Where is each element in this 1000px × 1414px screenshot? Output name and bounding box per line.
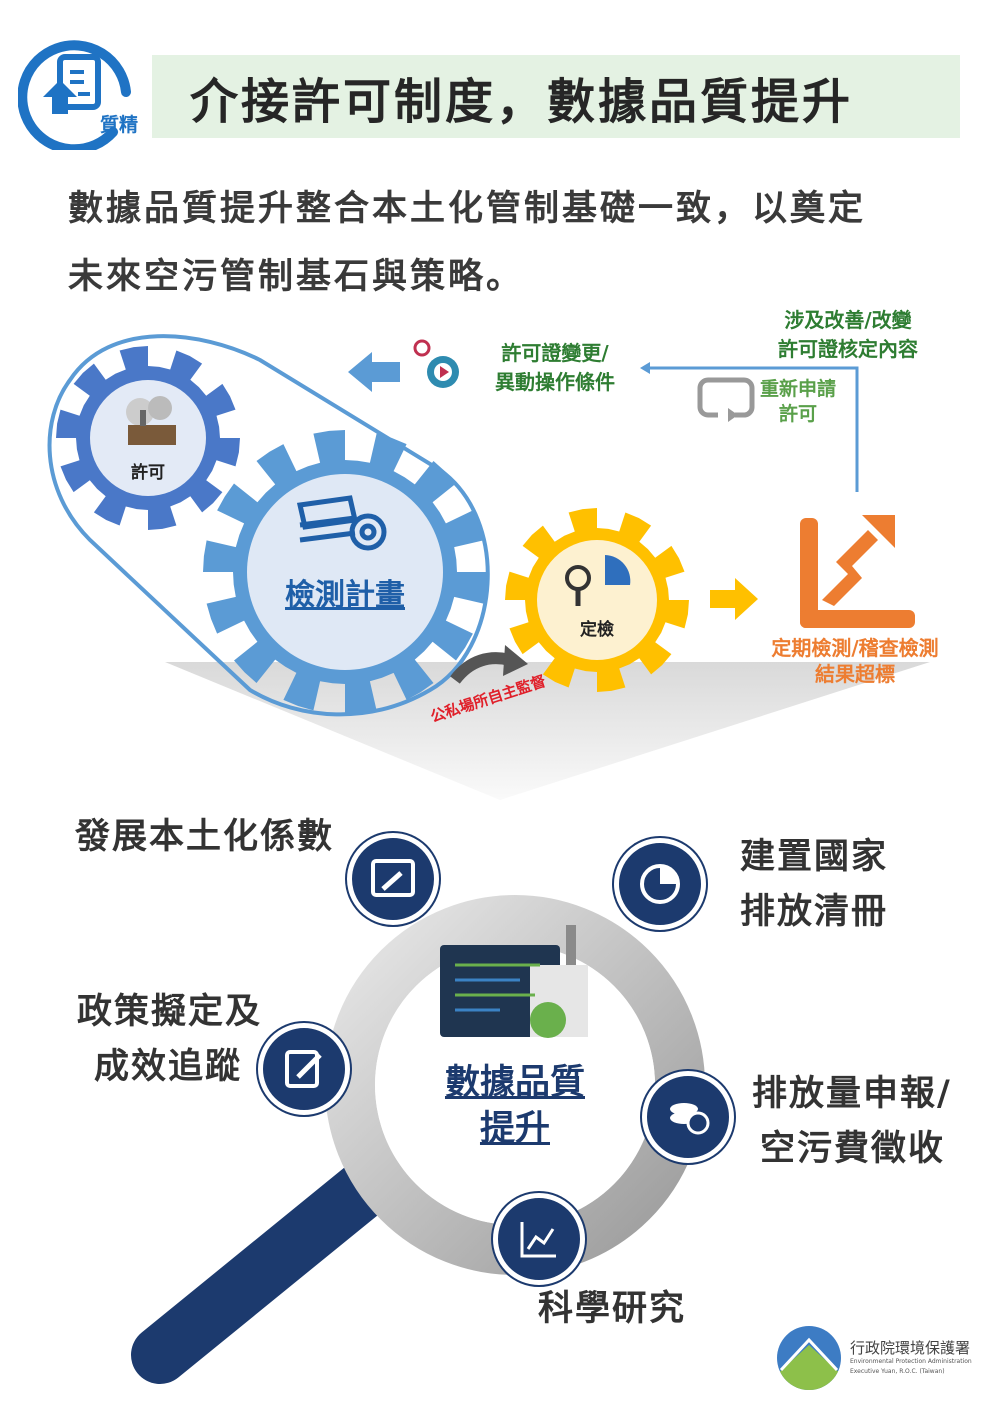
policy-node [258, 1023, 350, 1115]
exceedance-chart-icon [800, 515, 915, 628]
page-title: 介接許可制度，數據品質提升 [190, 74, 854, 130]
tools-window-icon [371, 859, 415, 897]
permit-change-line-2: 異動操作條件 [495, 370, 615, 394]
magnifier-handle [131, 1151, 404, 1384]
center-title-line-2: 提升 [479, 1109, 550, 1149]
policy-line-1: 政策擬定及 [76, 992, 262, 1032]
improvement-line-1: 涉及改善/改變 [784, 308, 912, 332]
inspection-gear-label: 定檢 [580, 620, 614, 640]
monitoring-plan-label: 檢測計畫 [285, 578, 405, 613]
permit-change-line-1: 許可證變更/ [501, 341, 609, 365]
right-arrow-icon [710, 578, 758, 620]
badge-label: 質精 [100, 114, 139, 136]
center-title-line-1: 數據品質 [444, 1063, 585, 1103]
exceed-line-1: 定期檢測/稽查檢測 [771, 636, 939, 660]
coins-dollar-icon [670, 1103, 710, 1135]
inventory-line-1: 建置國家 [740, 837, 889, 877]
intro-line-2: 未來空污管制基石與策略。 [68, 257, 525, 297]
inventory-node [614, 838, 706, 930]
documents-gear-icon [296, 495, 387, 551]
exceed-line-2: 結果超標 [815, 662, 895, 686]
org-name-zh: 行政院環境保護署 [850, 1339, 971, 1357]
title-banner [152, 55, 960, 138]
org-name-en-2: Executive Yuan, R.O.C. (Taiwan) [850, 1368, 945, 1375]
epa-emblem-icon [777, 1326, 841, 1390]
feedback-line [648, 366, 859, 492]
factory-icon [126, 396, 176, 445]
policy-line-2: 成效追蹤 [93, 1047, 242, 1087]
code-screen-icon [440, 925, 588, 1038]
intro-line-1: 數據品質提升整合本土化管制基礎一致，以奠定 [68, 189, 867, 229]
fee-line-2: 空污費徵收 [760, 1129, 946, 1169]
fee-node [642, 1071, 734, 1163]
local-factors-node [347, 833, 439, 925]
left-arrow-icon [348, 352, 400, 392]
document-upload-icon [17, 40, 131, 155]
research-node [493, 1193, 585, 1285]
org-name-en-1: Environmental Protection Administration [850, 1358, 972, 1365]
capsule-outline [47, 334, 490, 717]
fee-line-1: 排放量申報/ [752, 1074, 952, 1114]
research-label: 科學研究 [538, 1289, 687, 1329]
scatter-chart-icon [520, 1222, 556, 1258]
quality-badge-logo: 質精 [17, 32, 148, 155]
pie-chart-icon [640, 864, 680, 904]
reapply-line-2: 許可 [778, 403, 817, 425]
analysis-icon [565, 555, 631, 606]
local-factors-label: 發展本土化係數 [75, 817, 335, 857]
edit-document-icon [285, 1050, 322, 1088]
epa-logo: 行政院環境保護署 Environmental Protection Admini… [776, 1325, 1000, 1395]
gear-play-icon [413, 339, 459, 388]
improvement-line-2: 許可證核定內容 [778, 337, 918, 361]
permit-gear-label: 許可 [131, 463, 165, 483]
reapply-line-1: 重新申請 [759, 378, 836, 400]
loop-icon [697, 377, 755, 418]
inventory-line-2: 排放清冊 [740, 892, 889, 932]
